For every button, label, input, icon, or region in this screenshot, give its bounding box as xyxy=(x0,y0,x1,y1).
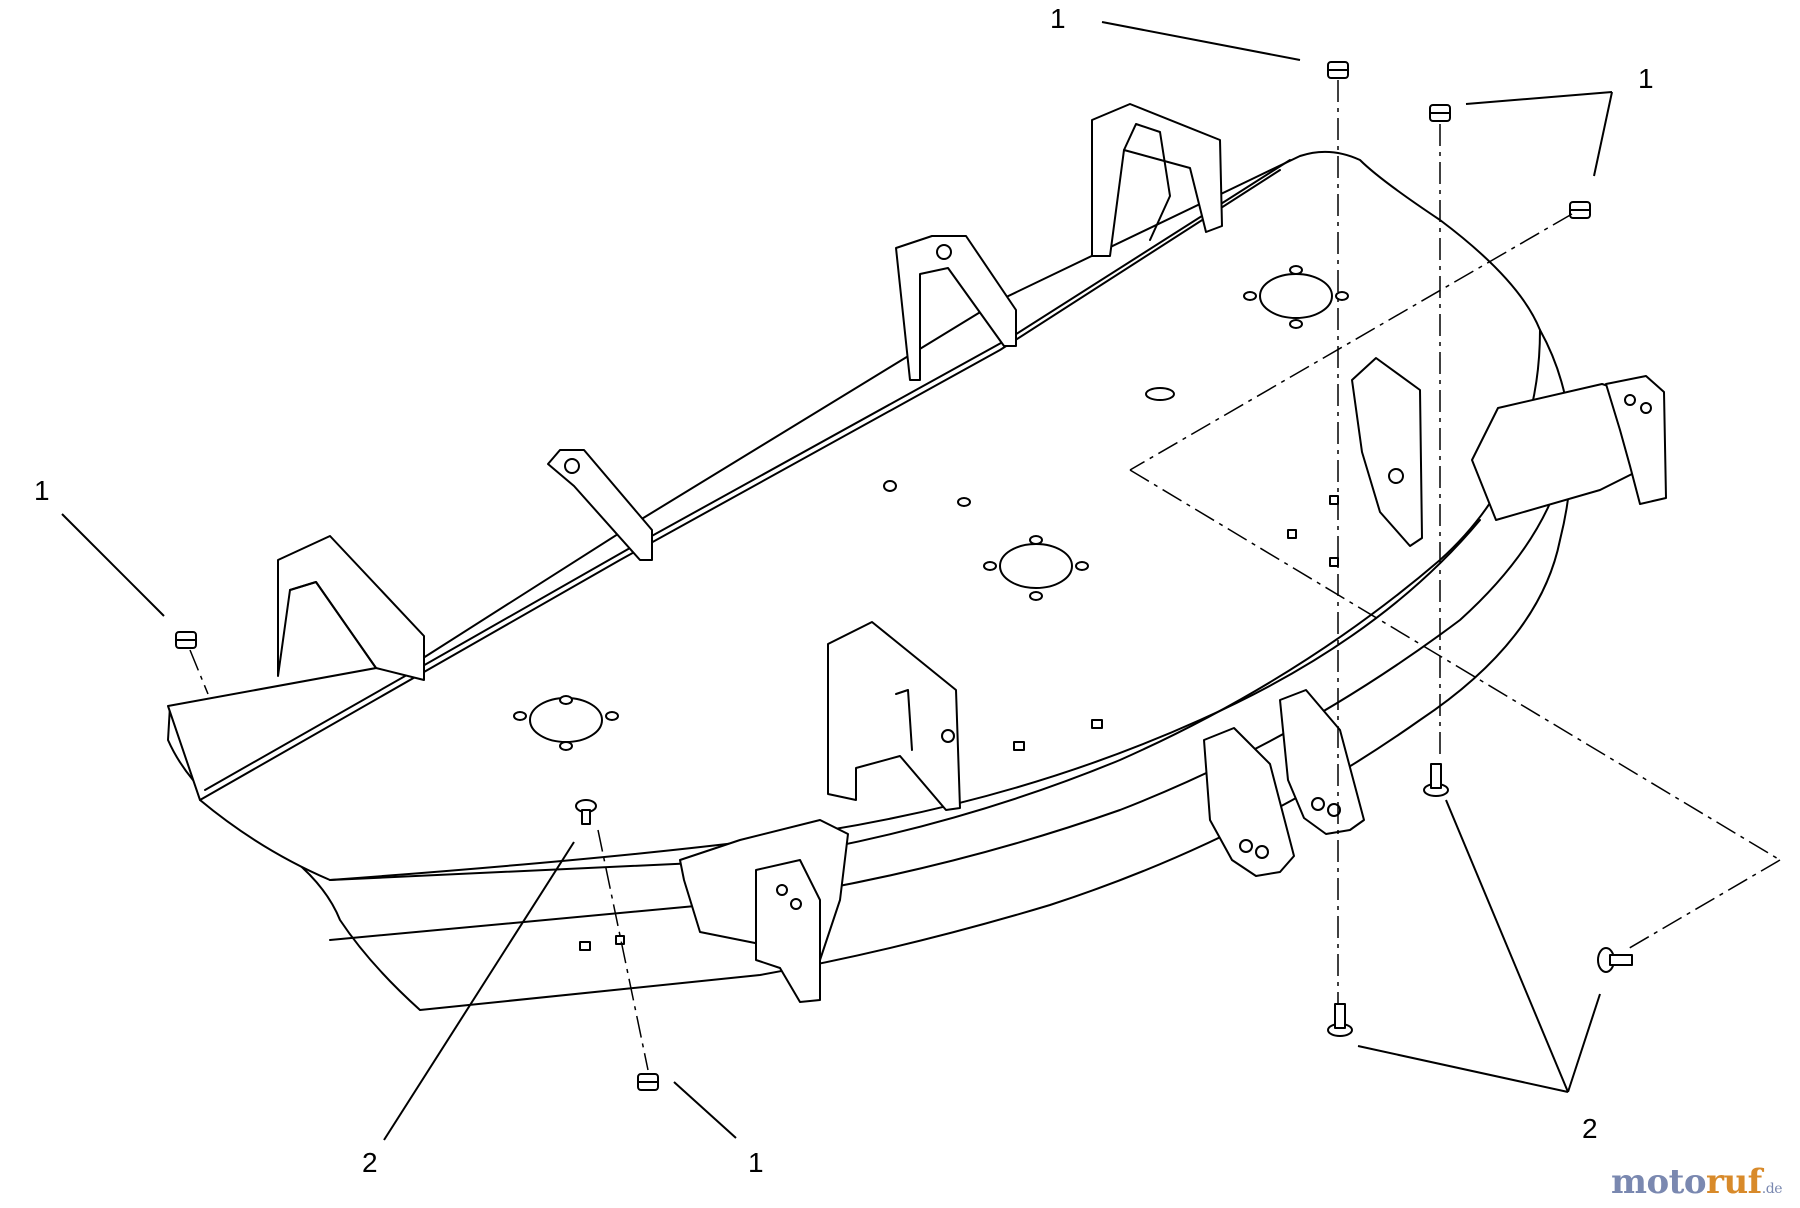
watermark-logo: motoruf.de xyxy=(1610,1162,1783,1202)
spindle-hole-center xyxy=(999,543,1073,589)
front-bracket-left-plate xyxy=(755,859,821,1003)
nut-top-right-b xyxy=(1569,201,1591,219)
leader-bottom-mid xyxy=(673,1081,737,1139)
axis-diagonal xyxy=(1129,213,1573,471)
hitch-plate-left xyxy=(1203,727,1295,877)
leader-bottom-left xyxy=(383,841,575,1141)
callout-bottom-right: 2 xyxy=(1582,1113,1598,1144)
front-bracket-right-mid xyxy=(1351,357,1423,547)
watermark-suffix: .de xyxy=(1761,1181,1783,1197)
callout-bottom-left: 2 xyxy=(362,1147,378,1178)
bolt-right-b xyxy=(1327,1003,1353,1037)
callout-top: 1 xyxy=(1050,3,1066,34)
leader-bottom-right-a xyxy=(1445,799,1569,1093)
callout-top-right: 1 xyxy=(1638,63,1654,94)
leader-top-right-b xyxy=(1593,91,1613,177)
axis-left xyxy=(189,649,209,695)
rear-bracket-right xyxy=(1091,103,1223,257)
rear-bracket-mid xyxy=(547,449,653,561)
leader-bottom-right-c xyxy=(1567,993,1601,1093)
bolt-right-c xyxy=(1597,947,1633,973)
spindle-hole-right xyxy=(1259,273,1333,319)
rear-bracket-center xyxy=(895,235,1017,381)
axis-diagonal-2 xyxy=(1129,469,1781,861)
bolt-front-left xyxy=(575,799,597,825)
callout-left: 1 xyxy=(34,475,50,506)
nut-left xyxy=(175,631,197,649)
callout-bottom-mid: 1 xyxy=(748,1147,764,1178)
hitch-plate-right xyxy=(1279,689,1365,835)
deck-front-lip xyxy=(329,519,1481,881)
leader-bottom-right-b xyxy=(1357,1045,1569,1093)
nut-top-right-a xyxy=(1429,104,1451,122)
watermark-part2: ruf xyxy=(1706,1162,1762,1202)
leader-top xyxy=(1101,21,1301,61)
watermark-part1: moto xyxy=(1610,1162,1707,1202)
nut-top xyxy=(1327,61,1349,79)
axis-bottom xyxy=(597,829,649,1071)
front-bracket-center xyxy=(827,621,961,811)
bolt-right-a xyxy=(1423,763,1449,797)
leader-top-right-a xyxy=(1465,91,1613,105)
deck-rear-rim xyxy=(199,169,1281,801)
nut-bottom xyxy=(637,1073,659,1091)
leader-left xyxy=(61,513,165,617)
axis-diagonal-3 xyxy=(1625,859,1781,951)
